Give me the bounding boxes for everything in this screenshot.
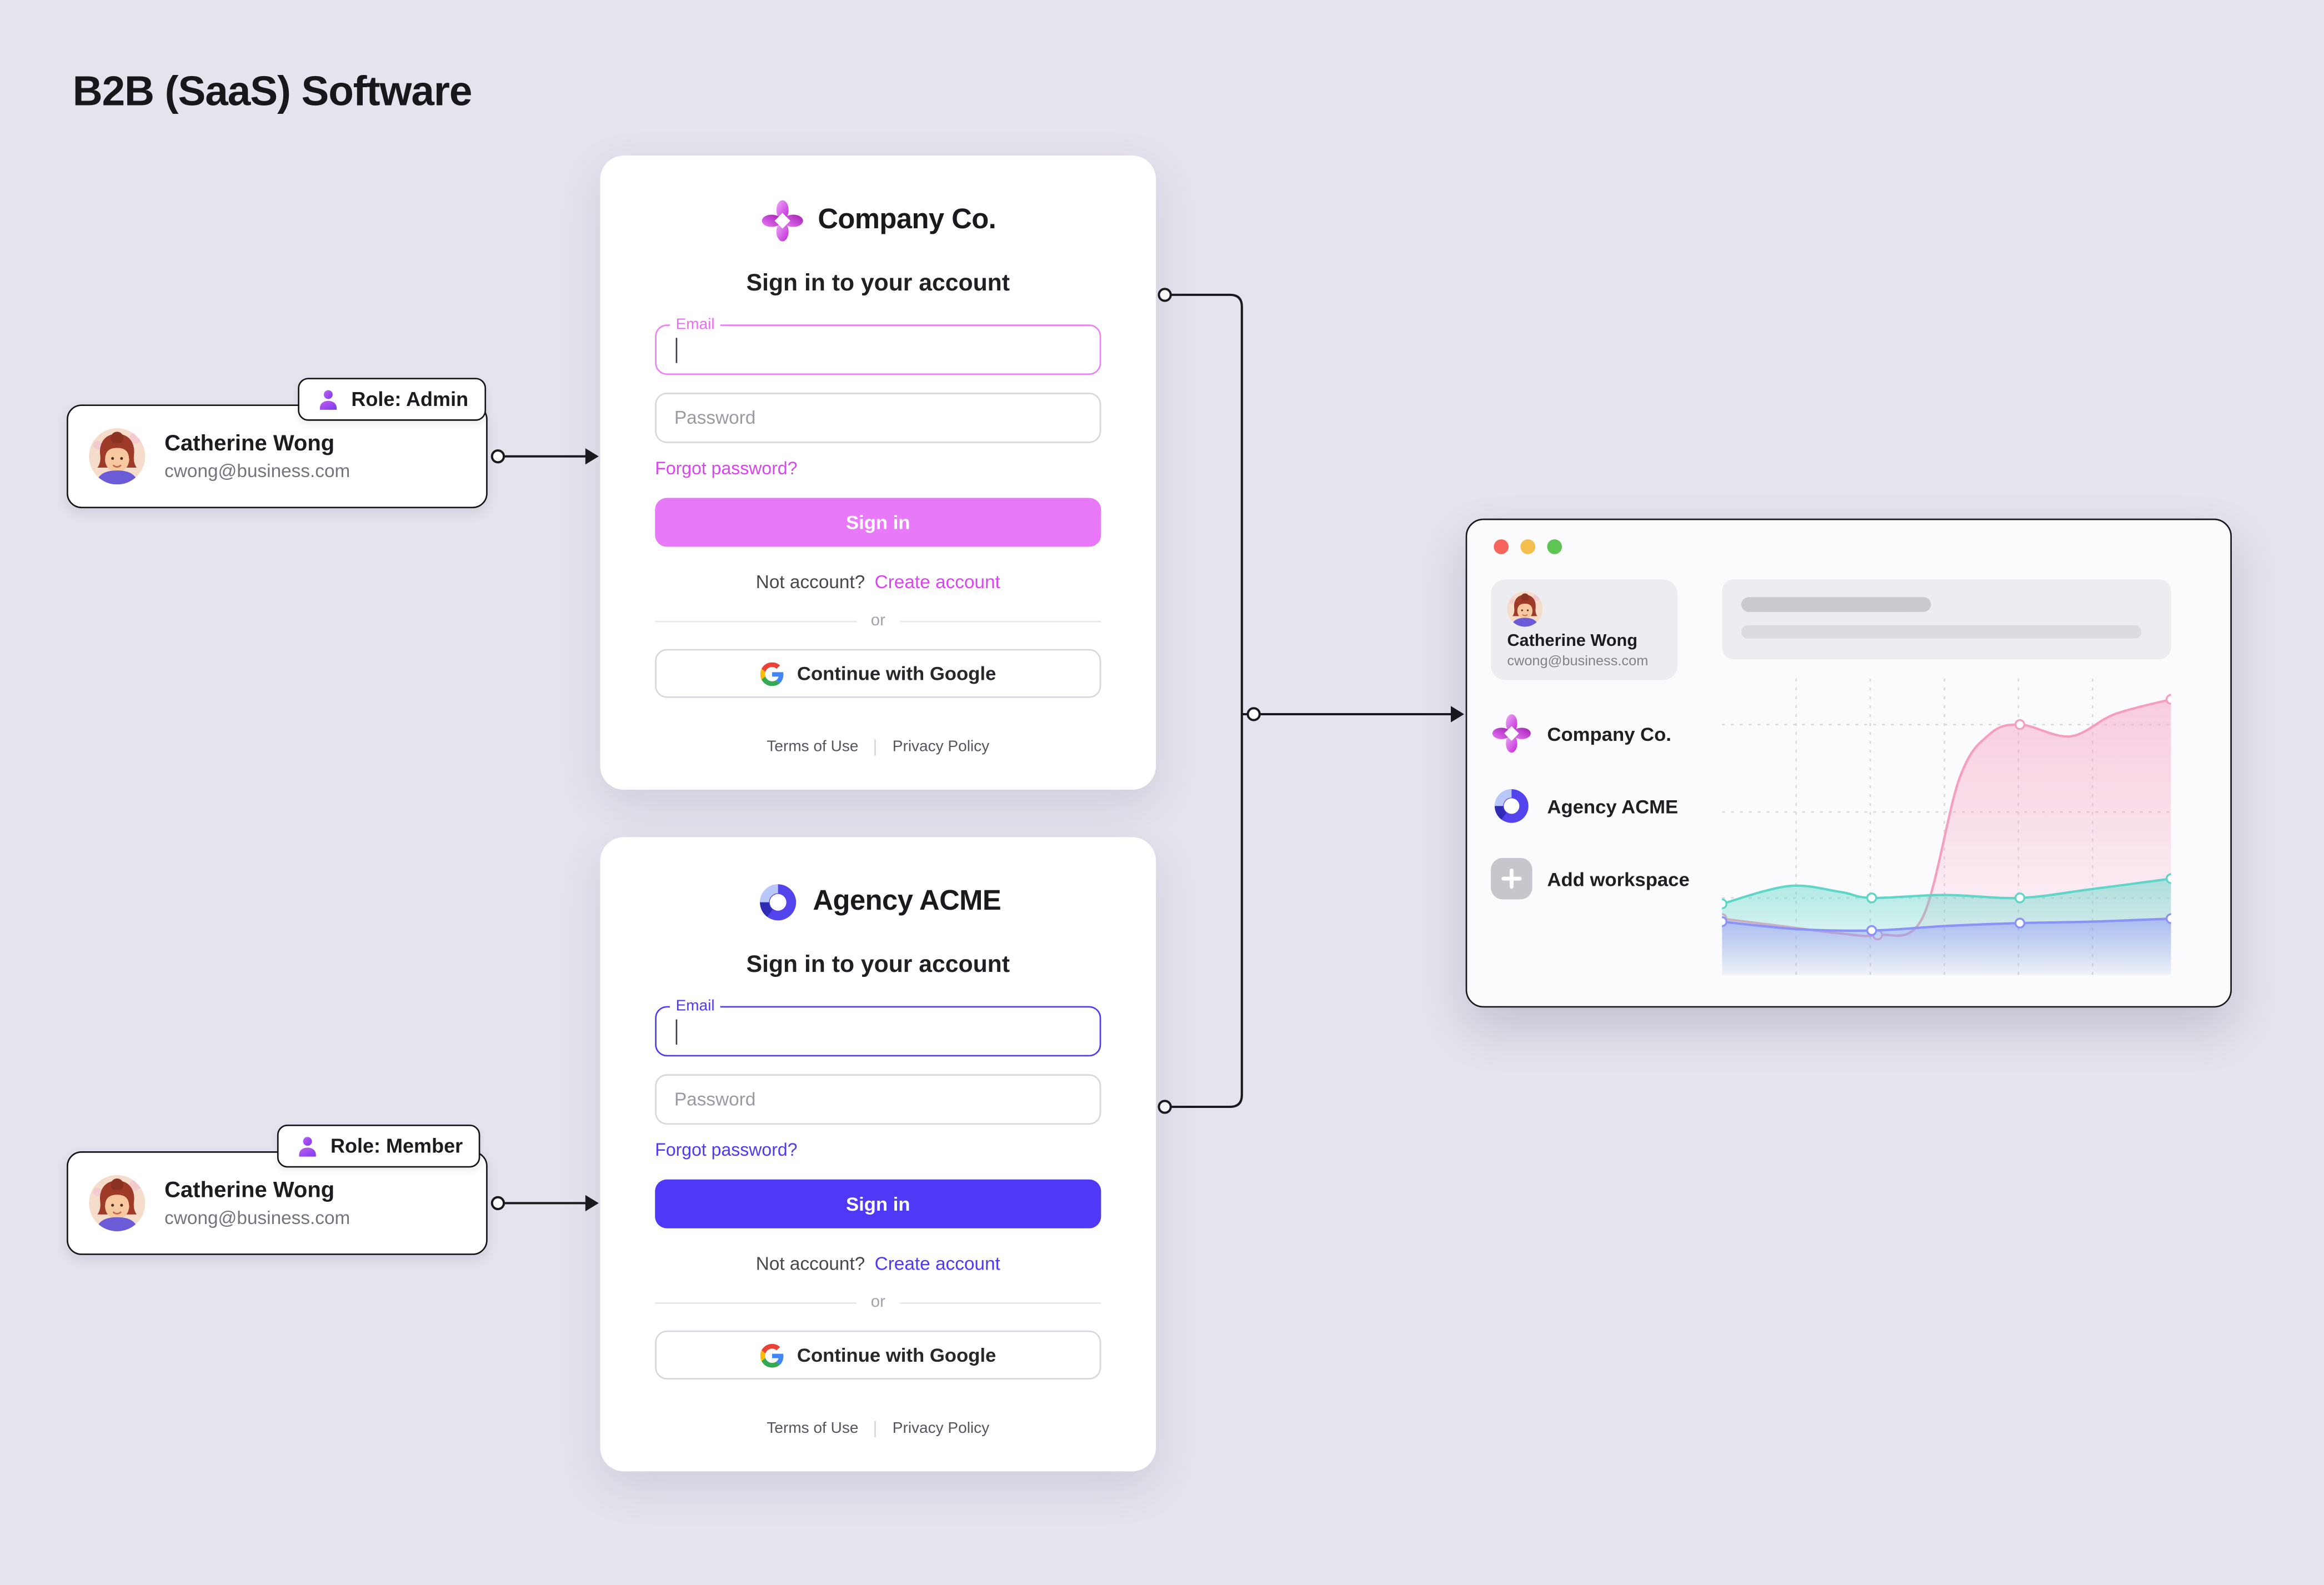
company-logo-icon (760, 199, 804, 243)
or-text: or (870, 611, 885, 630)
legal-row: Terms of Use Privacy Policy (655, 1420, 1101, 1437)
zoom-button[interactable] (1547, 539, 1562, 554)
signin-card-company: Company Co. Sign in to your account Emai… (600, 156, 1156, 790)
user-info: Catherine Wong cwong@business.com (164, 1178, 350, 1228)
user-info: Catherine Wong cwong@business.com (164, 431, 350, 481)
user-name: Catherine Wong (164, 1178, 335, 1203)
privacy-link[interactable]: Privacy Policy (892, 738, 990, 756)
role-badge-admin: Role: Admin (298, 378, 487, 421)
acme-logo-icon (755, 880, 799, 925)
forgot-password-link[interactable]: Forgot password? (655, 1139, 798, 1161)
terms-link[interactable]: Terms of Use (767, 738, 859, 756)
connector-node (1246, 707, 1261, 721)
close-button[interactable] (1494, 539, 1509, 554)
password-input[interactable] (655, 393, 1101, 443)
role-badge-member: Role: Member (277, 1125, 481, 1168)
workspace-label: Company Co. (1547, 722, 1671, 745)
email-input[interactable]: Email (655, 315, 1101, 375)
avatar (89, 1175, 145, 1231)
google-button-label: Continue with Google (797, 662, 996, 685)
connector-forms-merge (1170, 293, 1243, 1108)
email-label: Email (669, 997, 721, 1015)
role-badge-label: Role: Admin (351, 388, 469, 411)
person-icon (295, 1133, 320, 1158)
role-badge-label: Role: Member (330, 1135, 463, 1157)
legal-divider (874, 1420, 876, 1437)
user-email: cwong@business.com (164, 1207, 350, 1228)
or-text: or (870, 1293, 885, 1312)
user-card-member: Catherine Wong cwong@business.com (67, 1151, 488, 1255)
connector-node (490, 1196, 505, 1211)
brand-logo-row: Company Co. (655, 199, 1101, 243)
google-button-label: Continue with Google (797, 1343, 996, 1366)
google-signin-button[interactable]: Continue with Google (655, 649, 1101, 698)
dashboard-chart (1722, 678, 2171, 975)
text-caret (675, 1019, 678, 1045)
user-name: Catherine Wong (164, 431, 335, 457)
text-caret (675, 338, 678, 363)
terms-link[interactable]: Terms of Use (767, 1419, 859, 1437)
connector-node (490, 449, 505, 464)
workspace-list: Company Co. Agency ACME Add workspace (1491, 713, 1690, 900)
create-account-link[interactable]: Create account (874, 1253, 1000, 1275)
user-email: cwong@business.com (1507, 653, 1649, 670)
brand-name: Agency ACME (813, 886, 1001, 917)
signin-heading: Sign in to your account (746, 271, 1010, 297)
arrowhead (585, 1195, 599, 1212)
google-icon (760, 661, 784, 685)
no-account-text: Not account? (755, 571, 865, 593)
add-workspace-button[interactable]: Add workspace (1491, 857, 1690, 900)
sidebar-user-panel: Catherine Wong cwong@business.com (1491, 579, 1678, 680)
page-title: B2B (SaaS) Software (72, 68, 473, 114)
arrowhead (585, 448, 599, 465)
user-email: cwong@business.com (164, 460, 350, 482)
create-account-link[interactable]: Create account (874, 571, 1000, 593)
email-label: Email (669, 315, 721, 334)
brand-name: Company Co. (818, 204, 996, 236)
avatar (1507, 591, 1542, 627)
acme-logo-icon (1491, 785, 1532, 827)
workspace-label: Add workspace (1547, 867, 1690, 890)
skeleton-panel (1722, 579, 2171, 660)
signin-heading: Sign in to your account (746, 952, 1010, 978)
workspace-item-company[interactable]: Company Co. (1491, 713, 1690, 754)
connector-node (1158, 1100, 1172, 1114)
workspace-item-acme[interactable]: Agency ACME (1491, 785, 1690, 827)
privacy-link[interactable]: Privacy Policy (892, 1419, 990, 1437)
window-controls (1494, 539, 1562, 554)
user-card-admin: Catherine Wong cwong@business.com (67, 404, 488, 509)
email-input[interactable]: Email (655, 997, 1101, 1057)
company-logo-icon (1491, 713, 1532, 754)
connector-node (1158, 288, 1172, 302)
signin-card-acme: Agency ACME Sign in to your account Emai… (600, 837, 1156, 1472)
signin-button[interactable]: Sign in (655, 498, 1101, 547)
signup-row: Not account? Create account (655, 1253, 1101, 1274)
or-divider: or (655, 612, 1101, 630)
google-signin-button[interactable]: Continue with Google (655, 1330, 1101, 1380)
password-input[interactable] (655, 1074, 1101, 1125)
skeleton-bar (1741, 625, 2142, 639)
person-icon (315, 387, 340, 412)
brand-logo-row: Agency ACME (655, 880, 1101, 925)
user-name: Catherine Wong (1507, 633, 1638, 651)
minimize-button[interactable] (1520, 539, 1536, 554)
plus-icon (1491, 857, 1532, 900)
skeleton-bar (1741, 597, 1931, 612)
avatar (89, 428, 145, 484)
signup-row: Not account? Create account (655, 572, 1101, 593)
workspace-label: Agency ACME (1547, 795, 1679, 817)
google-icon (760, 1343, 784, 1367)
legal-row: Terms of Use Privacy Policy (655, 738, 1101, 756)
signin-button[interactable]: Sign in (655, 1179, 1101, 1228)
or-divider: or (655, 1293, 1101, 1311)
legal-divider (874, 738, 876, 755)
forgot-password-link[interactable]: Forgot password? (655, 458, 798, 479)
no-account-text: Not account? (755, 1253, 865, 1275)
dashboard-window: Catherine Wong cwong@business.com Compan… (1465, 518, 2232, 1008)
arrowhead (1450, 706, 1464, 723)
